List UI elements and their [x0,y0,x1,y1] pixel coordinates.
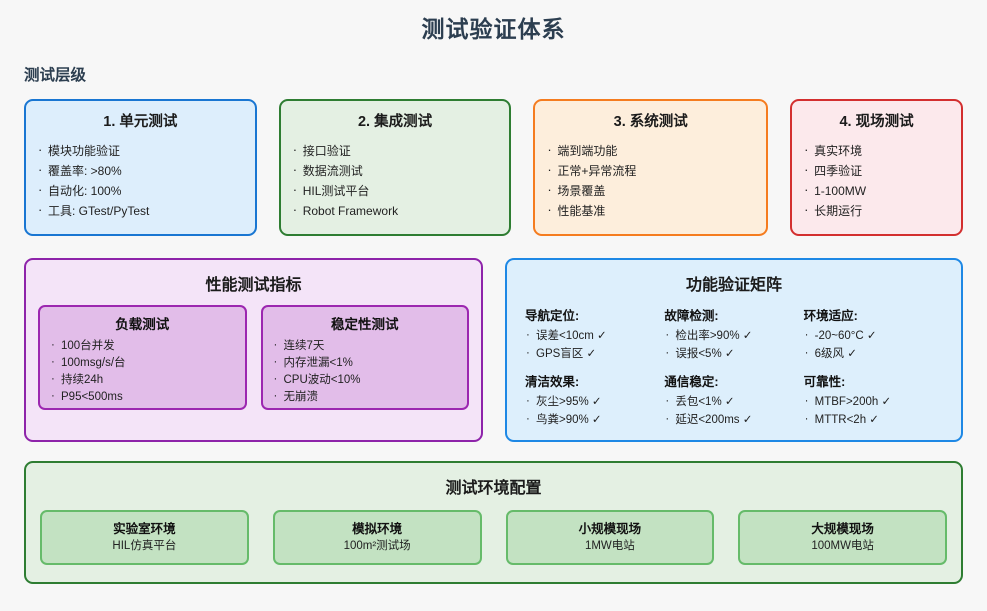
env-box-laboratory[interactable]: 实验室环境 HIL仿真平台 [40,510,249,565]
environment-panel-title: 测试环境配置 [445,480,542,497]
level-card-title: 4. 现场测试 [839,114,914,130]
level-card-unit-test[interactable]: 1. 单元测试 模块功能验证 覆盖率: >80% 自动化: 100% 工具: G… [24,99,257,236]
env-box-name: 模拟环境 [352,522,403,536]
list-item: 误差<10cm ✓ [525,326,664,345]
list-item: 检出率>90% ✓ [664,326,803,345]
matrix-group-title: 导航定位: [525,309,580,323]
list-item: 长期运行 [804,200,949,221]
matrix-group-title: 可靠性: [803,375,846,389]
list-item: 正常+异常流程 [547,160,754,181]
list-item: 鸟粪>90% ✓ [525,410,664,429]
list-item: 端到端功能 [547,140,754,161]
middle-row: 性能测试指标 负载测试 100台并发 100msg/s/台 持续24h P95<… [24,258,963,442]
matrix-group-fault-detection: 故障检测: 检出率>90% ✓ 误报<5% ✓ [664,305,803,363]
test-levels-row: 1. 单元测试 模块功能验证 覆盖率: >80% 自动化: 100% 工具: G… [24,99,964,236]
level-card-list: 接口验证 数据流测试 HIL测试平台 Robot Framework [293,140,498,221]
list-item: 100msg/s/台 [50,354,235,372]
env-box-description: HIL仿真平台 [112,540,177,552]
list-item: 四季验证 [804,160,949,181]
matrix-group-communication-stability: 通信稳定: 丢包<1% ✓ 延迟<200ms ✓ [664,371,803,429]
list-item: 接口验证 [293,140,498,161]
matrix-group-title: 通信稳定: [664,375,719,389]
list-item: P95<500ms [50,388,235,406]
performance-metrics-panel[interactable]: 性能测试指标 负载测试 100台并发 100msg/s/台 持续24h P95<… [24,258,483,442]
sub-panel-list: 连续7天 内存泄漏<1% CPU波动<10% 无崩溃 [273,337,458,406]
sub-panel-stability-test[interactable]: 稳定性测试 连续7天 内存泄漏<1% CPU波动<10% 无崩溃 [260,305,469,410]
list-item: MTTR<2h ✓ [804,410,943,429]
list-item: 真实环境 [804,140,949,161]
list-item: 自动化: 100% [38,180,243,201]
list-item: 丢包<1% ✓ [664,392,803,411]
env-box-description: 100MW电站 [811,540,874,552]
list-item: GPS盲区 ✓ [525,344,664,363]
matrix-group-title: 故障检测: [664,309,719,323]
section-label-test-levels: 测试层级 [24,67,87,84]
list-item: 数据流测试 [293,160,498,181]
sub-panel-title: 负载测试 [115,317,170,332]
list-item: 1-100MW [804,180,949,201]
page-title: 测试验证体系 [421,16,566,42]
list-item: 延迟<200ms ✓ [664,410,803,429]
matrix-group-list: 误差<10cm ✓ GPS盲区 ✓ [525,326,664,363]
sub-panel-list: 100台并发 100msg/s/台 持续24h P95<500ms [50,337,235,406]
performance-sub-panels: 负载测试 100台并发 100msg/s/台 持续24h P95<500ms 稳… [26,305,481,410]
matrix-group-reliability: 可靠性: MTBF>200h ✓ MTTR<2h ✓ [804,371,943,429]
level-card-list: 端到端功能 正常+异常流程 场景覆盖 性能基准 [547,140,754,221]
level-card-system-test[interactable]: 3. 系统测试 端到端功能 正常+异常流程 场景覆盖 性能基准 [533,99,769,236]
level-card-title: 2. 集成测试 [357,114,433,130]
test-environment-panel[interactable]: 测试环境配置 实验室环境 HIL仿真平台 模拟环境 100m²测试场 小规模现场… [24,461,963,584]
matrix-group-title: 清洁效果: [525,375,580,389]
list-item: 模块功能验证 [38,140,243,161]
env-box-name: 小规模现场 [578,522,642,536]
env-box-description: 100m²测试场 [343,540,411,552]
env-box-name: 大规模现场 [811,522,874,536]
level-card-integration-test[interactable]: 2. 集成测试 接口验证 数据流测试 HIL测试平台 Robot Framewo… [278,99,512,236]
matrix-group-environment-adaptation: 环境适应: -20~60°C ✓ 6级风 ✓ [804,305,943,363]
list-item: 场景覆盖 [547,180,754,201]
level-card-title: 1. 单元测试 [103,114,178,130]
list-item: -20~60°C ✓ [804,326,943,345]
level-card-list: 真实环境 四季验证 1-100MW 长期运行 [804,140,949,221]
env-box-name: 实验室环境 [113,522,176,536]
env-box-large-scale-field[interactable]: 大规模现场 100MW电站 [738,510,947,565]
list-item: 工具: GTest/PyTest [38,200,243,221]
matrix-group-list: -20~60°C ✓ 6级风 ✓ [804,326,943,363]
level-card-list: 模块功能验证 覆盖率: >80% 自动化: 100% 工具: GTest/PyT… [38,140,243,221]
sub-panel-load-test[interactable]: 负载测试 100台并发 100msg/s/台 持续24h P95<500ms [38,305,247,410]
list-item: 持续24h [50,371,235,389]
environment-boxes: 实验室环境 HIL仿真平台 模拟环境 100m²测试场 小规模现场 1MW电站 … [26,510,961,565]
matrix-panel-title: 功能验证矩阵 [685,277,782,294]
list-item: MTBF>200h ✓ [804,392,943,411]
list-item: Robot Framework [293,200,498,221]
list-item: 内存泄漏<1% [273,354,458,372]
sub-panel-title: 稳定性测试 [331,317,399,332]
matrix-grid: 导航定位: 误差<10cm ✓ GPS盲区 ✓ 故障检测: 检出率>90% ✓ … [507,305,961,429]
matrix-group-list: 丢包<1% ✓ 延迟<200ms ✓ [664,392,803,429]
function-verification-matrix-panel[interactable]: 功能验证矩阵 导航定位: 误差<10cm ✓ GPS盲区 ✓ 故障检测: 检出率… [505,258,963,442]
matrix-group-list: MTBF>200h ✓ MTTR<2h ✓ [804,392,943,429]
list-item: 无崩溃 [273,388,458,406]
env-box-simulation[interactable]: 模拟环境 100m²测试场 [272,510,482,565]
list-item: 灰尘>95% ✓ [525,392,664,411]
matrix-group-list: 检出率>90% ✓ 误报<5% ✓ [664,326,803,363]
performance-panel-title: 性能测试指标 [205,277,302,294]
matrix-group-navigation: 导航定位: 误差<10cm ✓ GPS盲区 ✓ [525,305,664,363]
matrix-group-list: 灰尘>95% ✓ 鸟粪>90% ✓ [525,392,664,429]
list-item: 误报<5% ✓ [664,344,803,363]
list-item: 连续7天 [273,337,458,355]
level-card-field-test[interactable]: 4. 现场测试 真实环境 四季验证 1-100MW 长期运行 [790,99,964,236]
list-item: 100台并发 [50,337,235,355]
list-item: 覆盖率: >80% [38,160,243,181]
list-item: 性能基准 [547,200,754,221]
level-card-title: 3. 系统测试 [613,114,688,130]
matrix-group-cleaning-effect: 清洁效果: 灰尘>95% ✓ 鸟粪>90% ✓ [525,371,664,429]
list-item: 6级风 ✓ [804,344,943,363]
env-box-description: 1MW电站 [584,540,635,552]
env-box-small-scale-field[interactable]: 小规模现场 1MW电站 [505,510,715,565]
matrix-group-title: 环境适应: [803,309,858,323]
list-item: CPU波动<10% [273,371,458,389]
list-item: HIL测试平台 [293,180,498,201]
